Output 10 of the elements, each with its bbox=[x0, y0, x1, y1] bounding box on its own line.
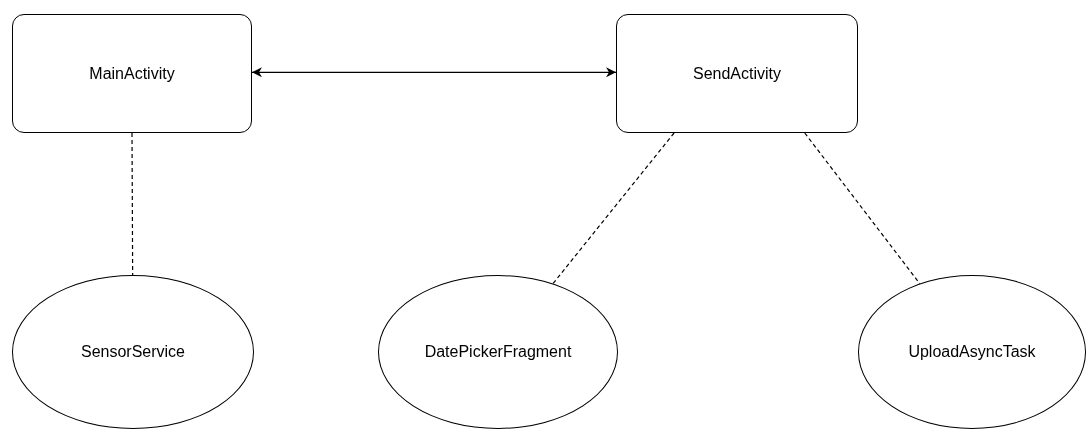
rounded-box bbox=[616, 14, 858, 133]
double-arrow bbox=[251, 67, 617, 78]
node-label: SensorService bbox=[80, 342, 185, 362]
node-label: UploadAsyncTask bbox=[908, 342, 1036, 362]
rounded-box bbox=[12, 14, 252, 133]
node-label: DatePickerFragment bbox=[424, 342, 572, 362]
dashed-line bbox=[552, 132, 675, 285]
node-label: SendActivity bbox=[692, 63, 781, 84]
dashed-line bbox=[131, 132, 134, 276]
node-label: MainActivity bbox=[89, 63, 175, 84]
